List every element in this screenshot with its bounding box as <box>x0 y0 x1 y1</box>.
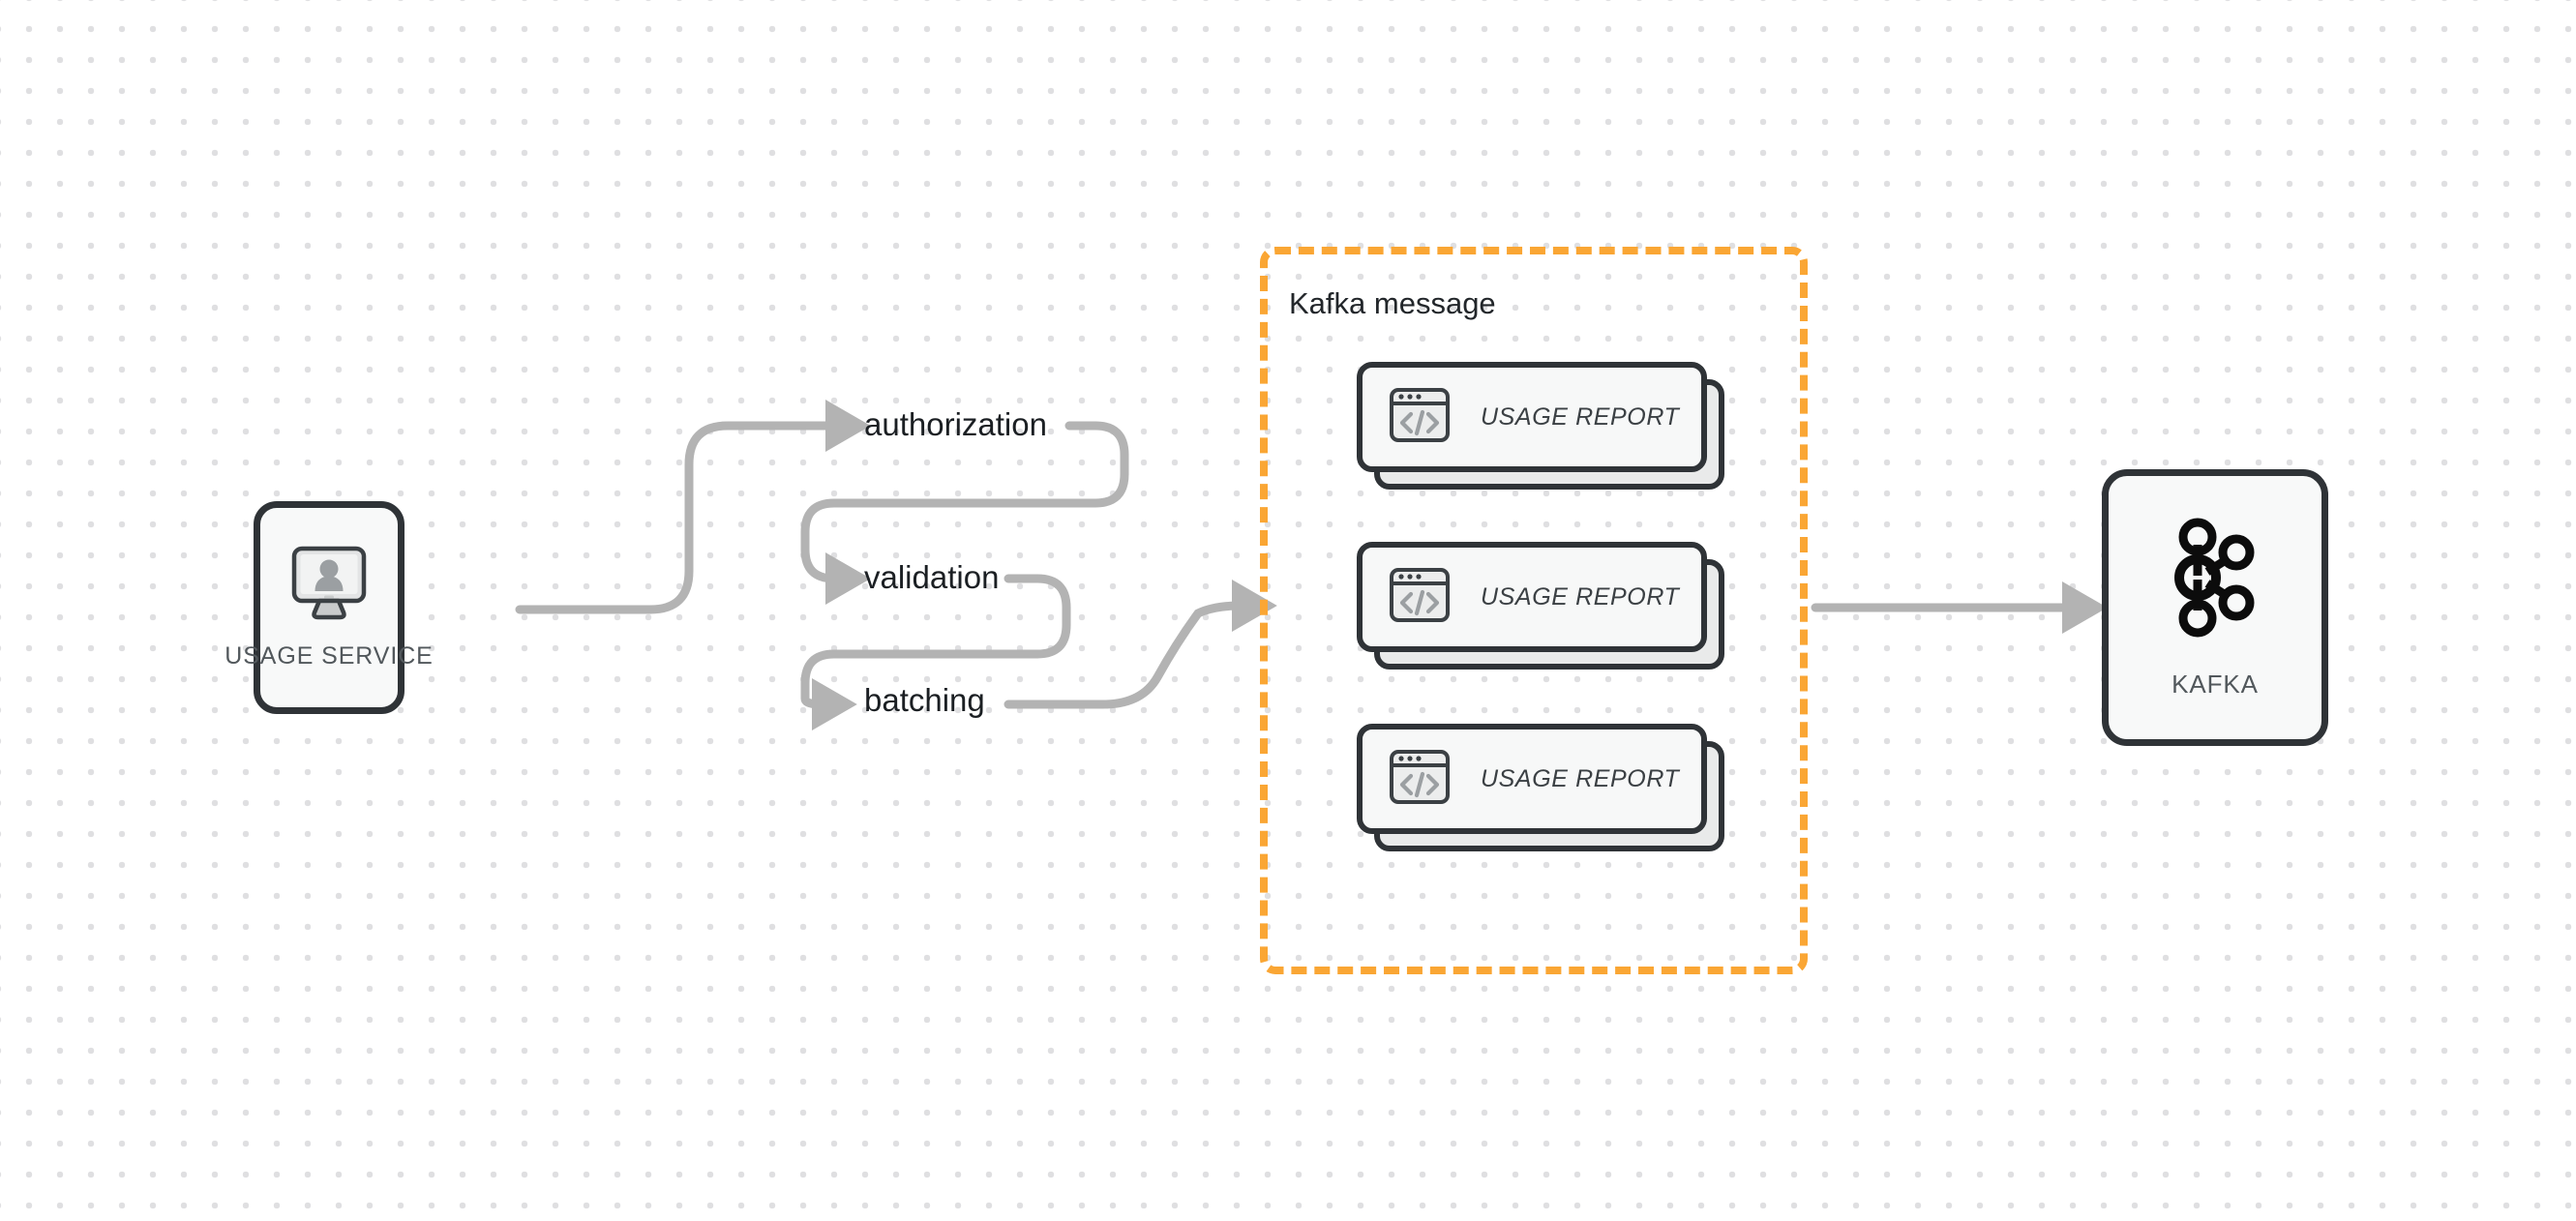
node-kafka[interactable]: KAFKA <box>2102 469 2328 746</box>
code-window-icon <box>1388 745 1452 814</box>
usage-report-card[interactable]: USAGE REPORT <box>1357 362 1724 490</box>
node-kafka-label: KAFKA <box>2172 670 2259 699</box>
kafka-logo-icon <box>2165 516 2265 644</box>
card-front: USAGE REPORT <box>1357 362 1707 472</box>
step-label-validation: validation <box>864 559 1000 595</box>
code-window-icon <box>1388 563 1452 632</box>
card-front: USAGE REPORT <box>1357 724 1707 834</box>
usage-report-card-label: USAGE REPORT <box>1481 764 1680 792</box>
edge-usage-service-to-authorization <box>515 400 871 614</box>
kafka-message-group <box>1260 247 1808 974</box>
usage-report-card-label: USAGE REPORT <box>1481 402 1680 431</box>
node-usage-service[interactable]: USAGE SERVICE <box>225 501 433 714</box>
step-label-authorization: authorization <box>864 406 1047 442</box>
edge-authorization-to-validation <box>800 421 1129 605</box>
code-window-icon <box>1388 383 1452 452</box>
step-label-batching: batching <box>864 682 985 718</box>
monitor-user-icon <box>287 545 371 627</box>
usage-report-card-label: USAGE REPORT <box>1481 582 1680 610</box>
usage-report-card[interactable]: USAGE REPORT <box>1357 724 1724 851</box>
edge-batching-to-kafka-message <box>1003 580 1277 709</box>
node-usage-service-label: USAGE SERVICE <box>225 642 434 670</box>
card-front: USAGE REPORT <box>1357 542 1707 652</box>
usage-report-card[interactable]: USAGE REPORT <box>1357 542 1724 670</box>
kafka-message-title: Kafka message <box>1289 286 1496 320</box>
